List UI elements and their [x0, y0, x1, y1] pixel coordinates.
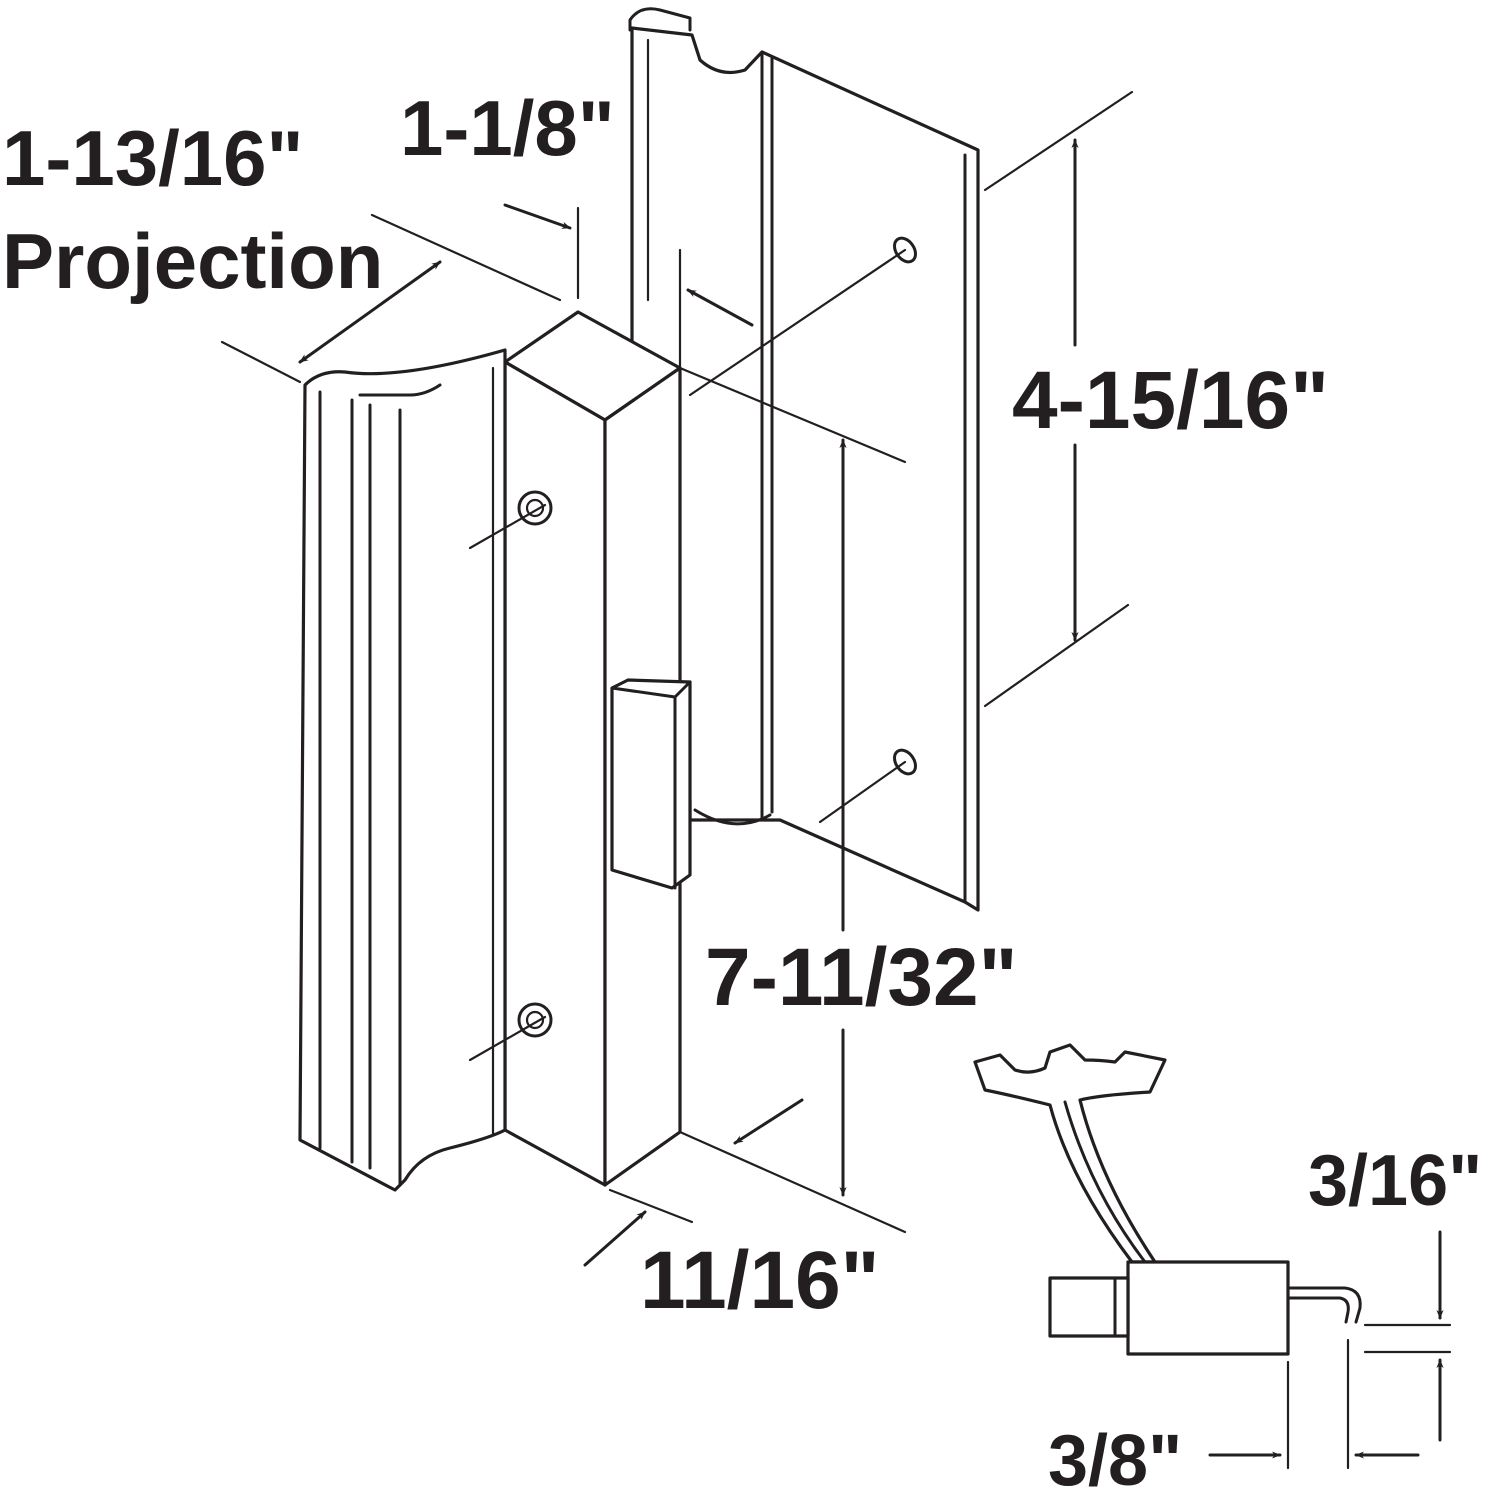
- grip-top-curve: [358, 383, 442, 397]
- dimension-lines: [220, 90, 1134, 1267]
- latch-width-label: 3/8": [1048, 1421, 1182, 1500]
- base-arrow-right: [733, 1098, 804, 1145]
- mounting-plate: [628, 7, 980, 912]
- projection-text-label: Projection: [2, 217, 383, 305]
- handle-length-label: 7-11/32": [705, 932, 1017, 1023]
- handle-body: [298, 310, 692, 1192]
- base-ext: [608, 1188, 694, 1224]
- plate-height-ext-top: [983, 90, 1134, 192]
- dimension-labels: 1-13/16" Projection 1-1/8" 4-15/16" 7-11…: [2, 84, 1482, 1500]
- projection-value-label: 1-13/16": [2, 114, 304, 202]
- handle-screw-line-bottom: [468, 1015, 547, 1062]
- handle-length-ext-bottom: [678, 1130, 907, 1234]
- plate-hinge-curve: [693, 808, 772, 826]
- latch-slot: [610, 678, 692, 890]
- screw-line-top: [688, 248, 907, 397]
- projection-ext-1: [220, 340, 302, 384]
- latch-gap-label: 3/16": [1308, 1141, 1482, 1221]
- projection-ext-2: [370, 213, 562, 302]
- handle-screw-top-inner: [525, 498, 545, 518]
- width-top-arrow-left: [503, 203, 572, 230]
- plate-height-ext-bottom: [983, 603, 1130, 708]
- plate-height-label: 4-15/16": [1012, 355, 1329, 446]
- width-top-arrow-right: [686, 288, 754, 327]
- handle-screw-top: [517, 490, 553, 526]
- handle-front-face: [503, 360, 607, 1187]
- handle-screw-bottom: [517, 1002, 553, 1038]
- latch-lever-inner: [1063, 1100, 1147, 1264]
- latch-body: [1126, 1260, 1290, 1356]
- plate-outline: [630, 26, 980, 912]
- latch-hook: [1286, 1286, 1362, 1324]
- latch-hook-inner: [1286, 1296, 1350, 1324]
- screw-line-bottom: [818, 760, 907, 824]
- handle-screw-line-top: [468, 503, 547, 550]
- width-top-label: 1-1/8": [400, 84, 615, 172]
- handle-length-ext-top: [678, 366, 907, 464]
- handle-grip: [298, 348, 507, 1192]
- base-width-label: 11/16": [640, 1235, 880, 1326]
- plate-top-tab: [628, 7, 692, 32]
- projection-arrow: [298, 260, 442, 364]
- latch-detail: [973, 1043, 1452, 1470]
- handle-screw-bottom-inner: [525, 1010, 545, 1030]
- latch-lever: [973, 1043, 1167, 1264]
- base-arrow-left: [583, 1210, 647, 1267]
